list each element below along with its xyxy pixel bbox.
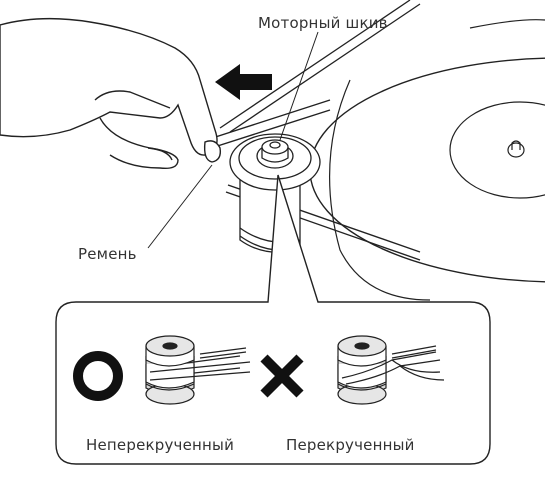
hand-pulling-belt xyxy=(0,19,220,169)
pulley-leader-line xyxy=(280,32,318,140)
motor-pulley-label: Моторный шкив xyxy=(258,14,388,32)
belt-leader-line xyxy=(148,165,212,248)
untwisted-label: Неперекрученный xyxy=(86,436,234,454)
platter xyxy=(310,20,545,300)
twisted-label: Перекрученный xyxy=(286,436,415,454)
pull-direction-arrow xyxy=(215,64,272,100)
belt-label: Ремень xyxy=(78,245,137,263)
